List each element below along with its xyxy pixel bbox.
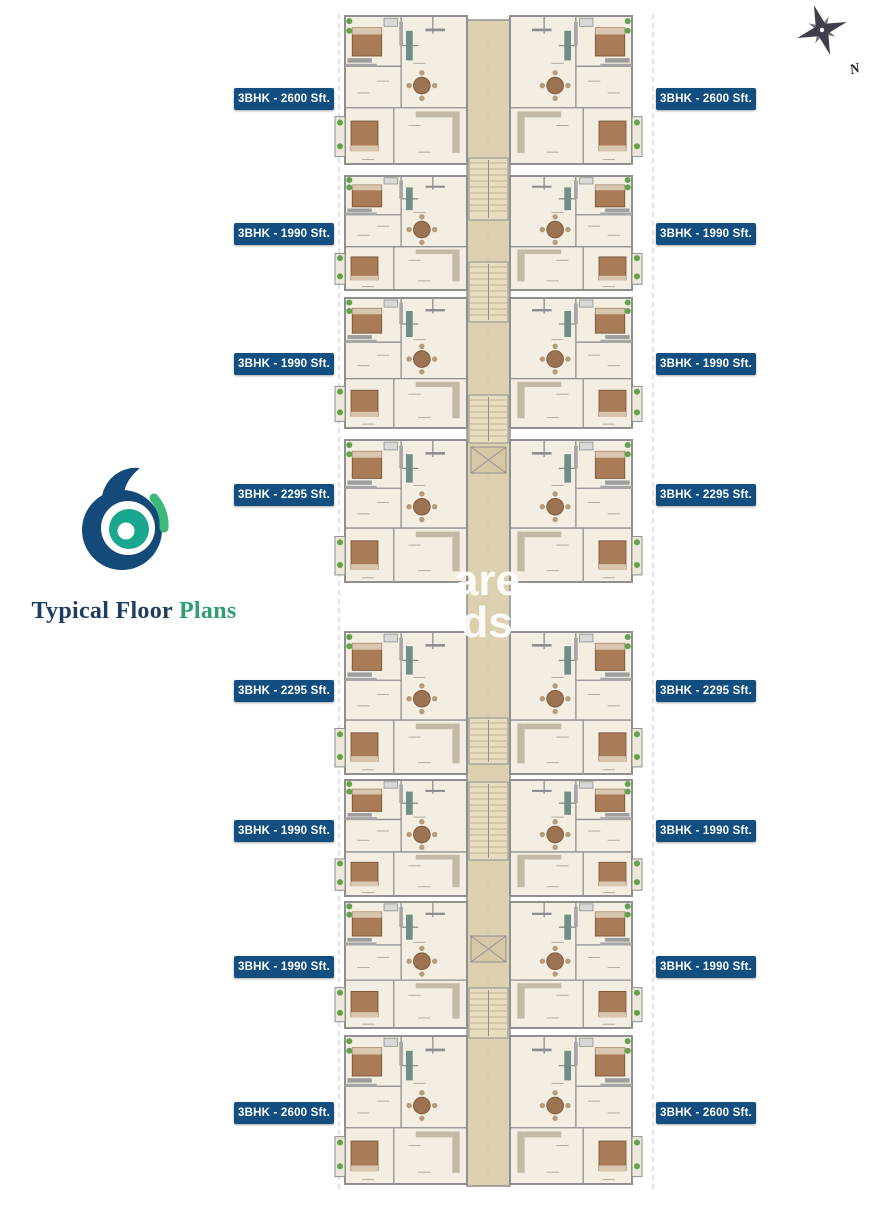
- area-label-right-3: 3BHK - 1990 Sft.: [656, 353, 756, 375]
- unit-plan: [334, 631, 468, 775]
- unit-plan: [509, 175, 643, 291]
- page-title-primary: Typical Floor: [31, 598, 173, 624]
- unit-plan: [509, 15, 643, 165]
- area-label-left-8: 3BHK - 2600 Sft.: [234, 1102, 334, 1124]
- area-label-right-2: 3BHK - 1990 Sft.: [656, 223, 756, 245]
- area-label-left-1: 3BHK - 2600 Sft.: [234, 88, 334, 110]
- area-label-right-4: 3BHK - 2295 Sft.: [656, 484, 756, 506]
- unit-plan: [509, 1035, 643, 1185]
- area-label-right-1: 3BHK - 2600 Sft.: [656, 88, 756, 110]
- compass: N: [792, 4, 868, 80]
- page-title-accent: Plans: [178, 598, 237, 624]
- unit-plan: [334, 779, 468, 897]
- area-label-right-6: 3BHK - 1990 Sft.: [656, 820, 756, 842]
- unit-plan: [509, 631, 643, 775]
- unit-plan: [509, 901, 643, 1029]
- unit-plan: [334, 901, 468, 1029]
- area-label-left-2: 3BHK - 1990 Sft.: [234, 223, 334, 245]
- unit-plan: [509, 297, 643, 429]
- unit-plan: [509, 439, 643, 583]
- brand-logo-icon: [82, 467, 169, 570]
- area-label-right-5: 3BHK - 2295 Sft.: [656, 680, 756, 702]
- compass-icon: [797, 5, 847, 55]
- area-label-right-7: 3BHK - 1990 Sft.: [656, 956, 756, 978]
- area-label-left-4: 3BHK - 2295 Sft.: [234, 484, 334, 506]
- area-label-left-6: 3BHK - 1990 Sft.: [234, 820, 334, 842]
- area-label-left-5: 3BHK - 2295 Sft.: [234, 680, 334, 702]
- unit-plan: [334, 175, 468, 291]
- unit-plan: [334, 15, 468, 165]
- unit-plan: [334, 439, 468, 583]
- area-label-left-7: 3BHK - 1990 Sft.: [234, 956, 334, 978]
- unit-plan: [334, 1035, 468, 1185]
- area-label-left-3: 3BHK - 1990 Sft.: [234, 353, 334, 375]
- unit-plan: [509, 779, 643, 897]
- area-label-right-8: 3BHK - 2600 Sft.: [656, 1102, 756, 1124]
- unit-plan: [334, 297, 468, 429]
